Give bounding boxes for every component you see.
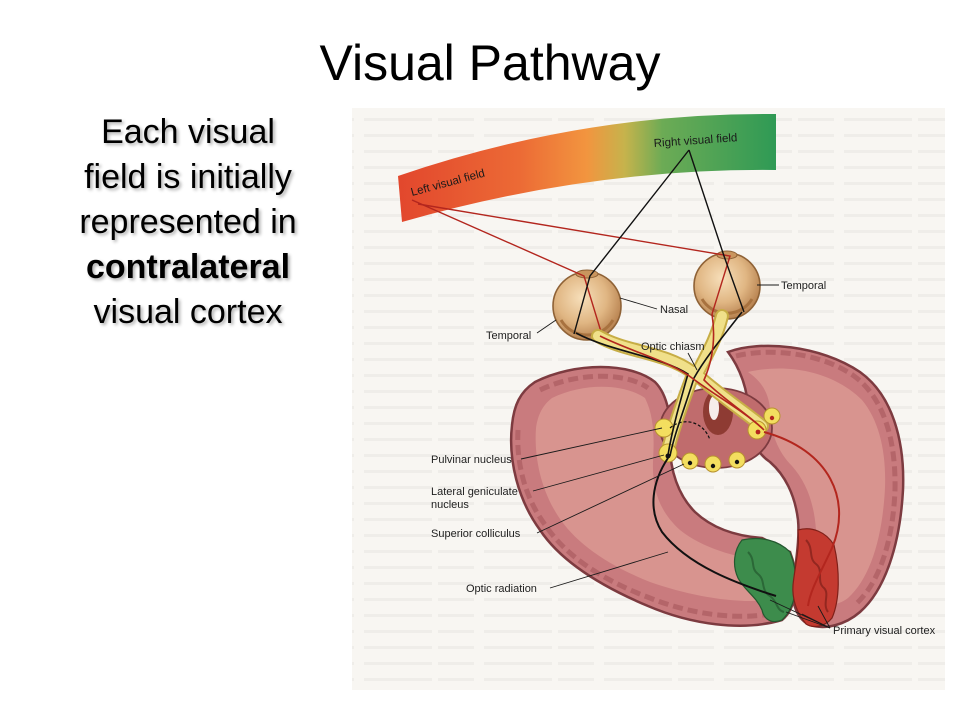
left-optic-nerve — [593, 331, 697, 377]
visual-field-band — [398, 113, 776, 222]
nucleus-dot — [755, 429, 761, 435]
optic-chiasm-leader — [687, 352, 698, 371]
left-optic-radiation — [652, 457, 777, 597]
right-hemisphere-white-matter — [748, 368, 886, 605]
third-ventricle — [709, 396, 719, 420]
superior-colliculus-label: Superior colliculus — [431, 528, 521, 540]
right-primary-visual-cortex — [792, 528, 839, 628]
superior-colliculus-leader — [536, 463, 685, 534]
primary-visual-cortex-label: Primary visual cortex — [833, 625, 936, 637]
body-line: represented in — [79, 203, 297, 241]
right-field-ray-to-right-eye — [688, 149, 745, 313]
optic-chiasm-label: Optic chiasm — [641, 341, 705, 353]
nasal-label: Nasal — [660, 304, 688, 316]
left-field-ray-to-left-eye — [411, 199, 603, 336]
left-field-ray-to-right-eye — [417, 203, 731, 315]
lateral-geniculate-label: Lateral geniculate — [431, 486, 518, 498]
left-hemisphere-white-matter — [535, 386, 776, 602]
primary-visual-cortex-leader — [817, 605, 831, 629]
optic-radiation-label: Optic radiation — [466, 583, 537, 595]
left-cortex-folds — [747, 551, 785, 613]
temporal-left-leader — [536, 319, 557, 334]
pulvinar-nucleus-leader — [520, 427, 663, 460]
slide-title: Visual Pathway — [319, 35, 661, 91]
nasal-leader — [619, 297, 658, 310]
nucleus-dot — [665, 453, 671, 459]
left-primary-visual-cortex — [733, 537, 797, 623]
temporal-right-label: Temporal — [781, 280, 826, 292]
nucleus-dot — [769, 415, 775, 421]
nucleus-dot — [710, 463, 716, 469]
right-visual-field-label: Right visual field — [653, 132, 737, 150]
pulvinar-dashed-connection — [669, 421, 711, 441]
right-field-pathway-from-left-eye — [575, 332, 689, 456]
left-hemisphere-gyri — [515, 373, 771, 619]
body-line: field is initially — [84, 158, 292, 196]
pulvinar-nucleus-label: Pulvinar nucleus — [431, 454, 512, 466]
right-field-pathway-from-right-eye — [669, 311, 743, 457]
right-field-ray-to-left-eye — [573, 149, 690, 335]
body-line-emphasized: contralateral — [85, 248, 291, 286]
right-cortex-folds — [805, 539, 829, 613]
body-line: Each visual — [101, 113, 275, 151]
body-line: visual cortex — [93, 293, 283, 331]
left-eyeball — [552, 271, 622, 341]
primary-visual-cortex-leader — [785, 611, 831, 629]
primary-visual-cortex-leader — [801, 613, 831, 629]
optic-radiation-leader — [549, 551, 669, 589]
lateral-geniculate-leader — [532, 454, 665, 492]
lateral-geniculate-label-line2: nucleus — [431, 499, 469, 511]
left-field-pathway-from-right-eye — [703, 313, 765, 431]
nucleus-dot — [687, 460, 693, 466]
right-optic-radiation — [763, 431, 841, 607]
slide-body-text: Each visual field is initially represent… — [64, 110, 312, 335]
temporal-left-label: Temporal — [486, 330, 531, 342]
left-eye — [552, 269, 622, 341]
right-hemisphere-gyri — [735, 349, 898, 606]
left-eye-retina — [559, 319, 615, 337]
nucleus-dot — [734, 459, 740, 465]
